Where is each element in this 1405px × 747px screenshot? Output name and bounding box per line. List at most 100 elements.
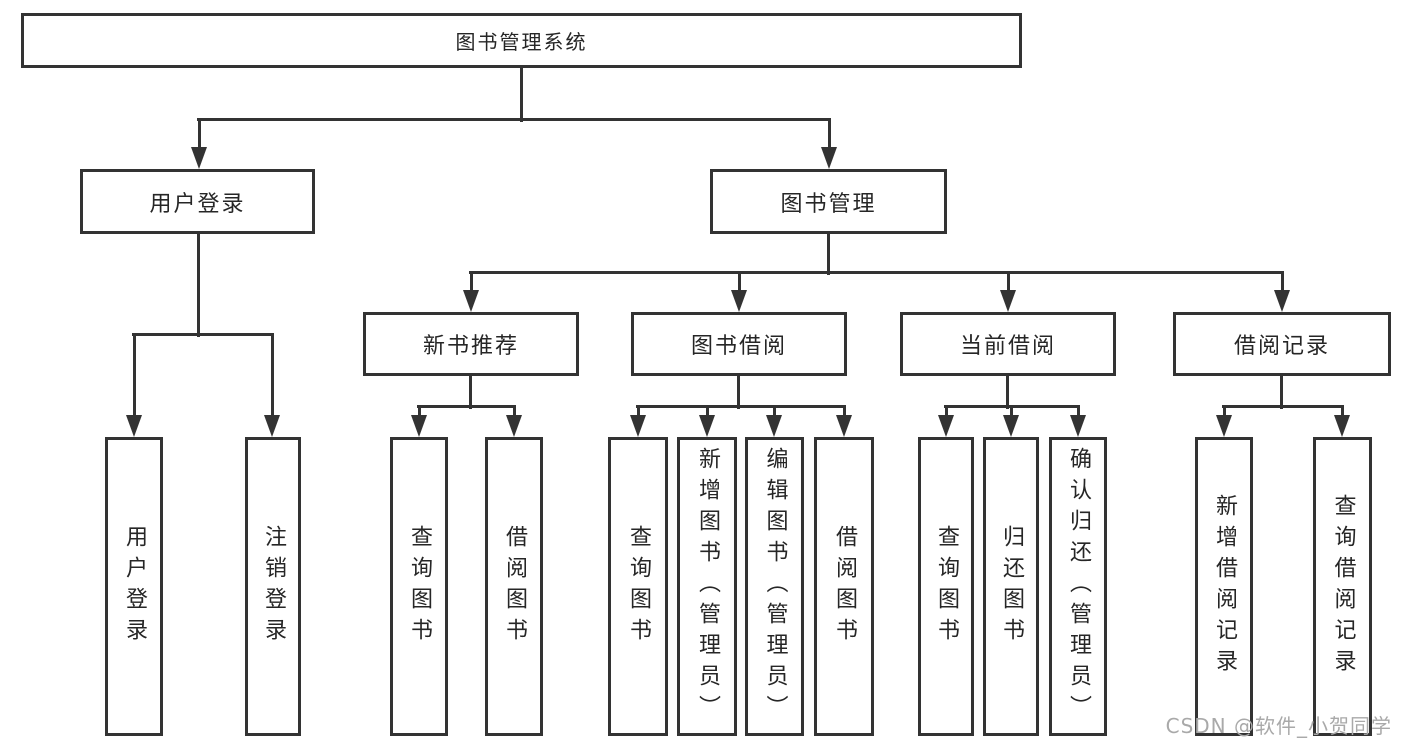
node-label-leaf-logout: 注销登录 [261,524,286,649]
node-leaf-logout: 注销登录 [245,437,301,736]
down-arrow-icon [1003,407,1019,437]
arrow-stem [842,407,846,417]
arrow-stem [737,273,741,292]
down-arrow-icon [191,120,207,169]
node-new-books: 新书推荐 [363,312,579,376]
down-arrow-icon [1274,273,1290,312]
node-book-borrow: 图书借阅 [631,312,847,376]
node-user-login: 用户登录 [80,169,315,234]
node-label-leaf-bb-borrow: 借阅图书 [832,524,857,649]
down-arrow-icon [821,120,837,169]
arrowhead [699,415,715,437]
node-label-book-borrow: 图书借阅 [690,334,787,359]
node-leaf-br-query: 查询借阅记录 [1313,437,1372,736]
node-leaf-cb-confirm: 确认归还（管理员） [1049,437,1107,736]
node-leaf-bb-edit: 编辑图书（管理员） [745,437,804,736]
down-arrow-icon [1000,273,1016,312]
node-leaf-bb-query: 查询图书 [608,437,668,736]
node-label-leaf-bb-edit: 编辑图书（管理员） [762,447,788,726]
node-label-root: 图书管理系统 [455,30,588,54]
arrow-stem [1340,407,1344,417]
node-leaf-bb-add: 新增图书（管理员） [677,437,737,736]
arrow-stem [469,273,473,292]
arrow-stem [197,120,201,149]
arrowhead [938,415,954,437]
connector-rail [132,333,274,336]
arrow-stem [944,407,948,417]
arrow-stem [772,407,776,417]
arrowhead [191,147,207,169]
connector-stem [737,376,740,409]
down-arrow-icon [264,335,280,437]
arrowhead [731,290,747,312]
node-leaf-login: 用户登录 [105,437,163,736]
down-arrow-icon [630,407,646,437]
csdn-watermark: CSDN @软件_小贺同学 [1165,714,1392,738]
node-label-borrow-records: 借阅记录 [1233,334,1330,359]
down-arrow-icon [126,335,142,437]
connector-rail [1222,405,1344,408]
node-leaf-cb-query: 查询图书 [918,437,974,736]
node-label-user-login: 用户登录 [149,191,246,217]
node-label-leaf-br-query: 查询借阅记录 [1330,493,1356,680]
arrowhead [1003,415,1019,437]
down-arrow-icon [1070,407,1086,437]
arrow-stem [512,407,516,417]
node-book-mgmt: 图书管理 [710,169,947,234]
arrow-stem [417,407,421,417]
connector-rail [197,118,831,121]
arrow-stem [1280,273,1284,292]
arrow-stem [270,335,274,417]
arrowhead [1070,415,1086,437]
down-arrow-icon [731,273,747,312]
arrow-stem [705,407,709,417]
down-arrow-icon [1334,407,1350,437]
connector-rail [417,405,516,408]
node-leaf-br-add: 新增借阅记录 [1195,437,1253,736]
connector-stem [827,234,830,275]
node-label-leaf-cb-return: 归还图书 [999,524,1024,649]
down-arrow-icon [411,407,427,437]
node-leaf-bb-borrow: 借阅图书 [814,437,874,736]
node-label-leaf-bb-query: 查询图书 [626,524,651,649]
arrow-stem [132,335,136,417]
node-borrow-records: 借阅记录 [1173,312,1391,376]
connector-stem [1006,376,1009,409]
node-label-leaf-cb-query: 查询图书 [934,524,959,649]
down-arrow-icon [766,407,782,437]
connector-rail [636,405,846,408]
arrowhead [1274,290,1290,312]
arrowhead [1000,290,1016,312]
arrowhead [766,415,782,437]
arrow-stem [1006,273,1010,292]
connector-stem [197,234,200,337]
node-label-leaf-br-add: 新增借阅记录 [1212,493,1237,680]
arrowhead [506,415,522,437]
node-current-borrow: 当前借阅 [900,312,1116,376]
arrow-stem [827,120,831,149]
arrowhead [836,415,852,437]
arrow-stem [1076,407,1080,417]
node-leaf-nb-borrow: 借阅图书 [485,437,543,736]
arrowhead [264,415,280,437]
arrowhead [1334,415,1350,437]
node-label-leaf-nb-query: 查询图书 [407,524,432,649]
arrow-stem [1009,407,1013,417]
node-label-current-borrow: 当前借阅 [959,334,1056,359]
down-arrow-icon [463,273,479,312]
node-root: 图书管理系统 [21,13,1022,68]
connector-rail [944,405,1080,408]
connector-stem [520,68,523,122]
down-arrow-icon [506,407,522,437]
node-label-leaf-bb-add: 新增图书（管理员） [695,447,720,726]
node-leaf-cb-return: 归还图书 [983,437,1039,736]
node-label-leaf-login: 用户登录 [122,524,147,649]
arrowhead [821,147,837,169]
arrowhead [463,290,479,312]
node-leaf-nb-query: 查询图书 [390,437,448,736]
arrowhead [126,415,142,437]
connector-rail [469,271,1284,274]
down-arrow-icon [938,407,954,437]
node-label-new-books: 新书推荐 [422,334,519,359]
down-arrow-icon [1216,407,1232,437]
